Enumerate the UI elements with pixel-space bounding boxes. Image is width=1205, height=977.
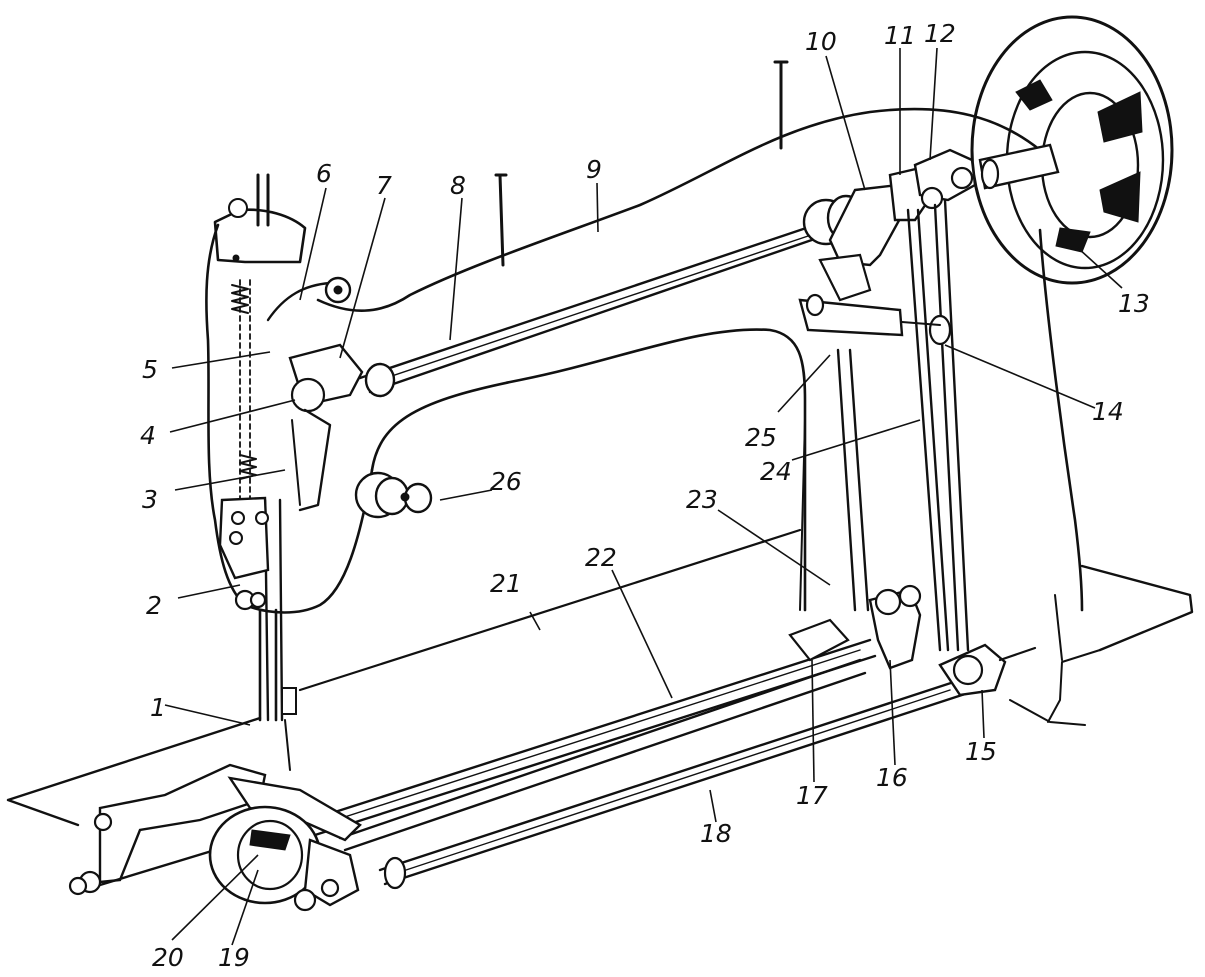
label-14: 14: [1092, 397, 1124, 426]
label-2: 2: [146, 591, 162, 620]
label-24: 24: [760, 457, 792, 486]
machine-bed: [6, 564, 1194, 827]
label-4: 4: [140, 421, 156, 450]
label-9: 9: [586, 155, 602, 184]
label-20: 20: [152, 943, 184, 972]
label-26: 26: [490, 467, 522, 496]
label-25: 25: [745, 423, 777, 452]
hook-assembly: [68, 763, 362, 912]
label-12: 12: [924, 19, 956, 48]
label-18: 18: [700, 819, 732, 848]
label-21: 21: [490, 569, 522, 598]
label-17: 17: [796, 781, 828, 810]
label-6: 6: [316, 159, 332, 188]
label-16: 16: [876, 763, 908, 792]
label-23: 23: [686, 485, 718, 514]
right-end-mechanism: [798, 143, 1060, 652]
handwheel: [970, 15, 1174, 285]
label-7: 7: [376, 171, 392, 200]
label-10: 10: [805, 27, 837, 56]
label-13: 13: [1118, 289, 1150, 318]
leader-lines: [164, 47, 1123, 946]
head-mechanism: [218, 276, 433, 771]
label-5: 5: [142, 355, 158, 384]
label-1: 1: [150, 693, 166, 722]
label-11: 11: [884, 21, 916, 50]
label-19: 19: [218, 943, 250, 972]
label-15: 15: [965, 737, 997, 766]
label-22: 22: [585, 543, 617, 572]
upper-shaft: [358, 194, 866, 398]
label-8: 8: [450, 171, 466, 200]
label-3: 3: [142, 485, 158, 514]
callout-labels: 1 2 3 4 5 6 7 8 9 10 11 12 13 14 15 16 1…: [140, 19, 1150, 972]
lower-shafts: [298, 528, 1037, 890]
